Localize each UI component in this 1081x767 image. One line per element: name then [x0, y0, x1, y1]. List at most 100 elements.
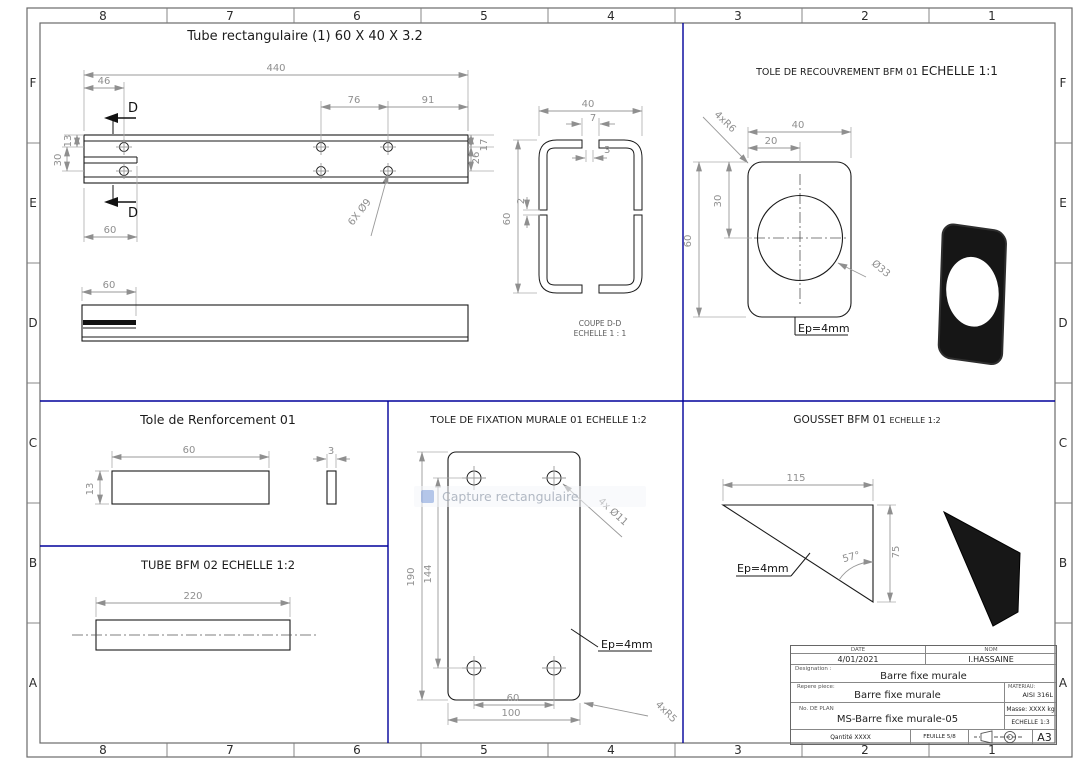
- titleblock-repere-value: Barre fixe murale: [854, 689, 941, 701]
- sec-dim-2: 2: [516, 198, 527, 204]
- renforcement-view: 60 13 3: [85, 445, 350, 505]
- fix-dim-144: 144: [423, 564, 434, 583]
- recv-dim-20: 20: [765, 136, 778, 147]
- fix-dim-60: 60: [507, 693, 520, 704]
- fixation-title-text: TOLE DE FIXATION MURALE 01: [430, 415, 583, 426]
- gousset-view: 115 75 57° Ep=4mm: [721, 473, 902, 604]
- renf-dim-13: 13: [85, 483, 96, 496]
- dim-91: 91: [422, 95, 435, 106]
- titleblock-materiau-label: MATERIAU:: [1008, 684, 1036, 690]
- titleblock-date-label: DATE: [791, 646, 926, 654]
- svg-text:2: 2: [861, 9, 869, 23]
- titleblock-date-value: 4/01/2021: [791, 654, 926, 665]
- grid-labels-right: F E D C B A: [1058, 76, 1068, 690]
- svg-text:F: F: [1060, 76, 1067, 90]
- svg-text:4: 4: [607, 743, 615, 757]
- svg-text:7: 7: [226, 743, 234, 757]
- renf-dim-60: 60: [183, 445, 196, 456]
- dim-17: 17: [479, 139, 490, 152]
- titleblock-echelle: ECHELLE 1:3: [1005, 716, 1056, 730]
- svg-text:A: A: [1059, 676, 1068, 690]
- capture-tooltip-text: Capture rectangulaire: [442, 489, 579, 504]
- recv-hole-dia: Ø33: [869, 257, 893, 279]
- svg-text:C: C: [29, 436, 37, 450]
- fix-thickness: Ep=4mm: [601, 638, 653, 651]
- grid-labels-bottom: 8 7 6 5 4 3 2 1: [99, 743, 996, 757]
- tube-side-view: 60: [81, 280, 469, 342]
- dim-26: 26: [471, 152, 482, 165]
- sec-dim-60: 60: [502, 213, 513, 226]
- renforcement-panel-title: Tole de Renforcement 01: [60, 412, 376, 427]
- projection-symbol-icon: [973, 730, 1023, 744]
- svg-text:2: 2: [861, 743, 869, 757]
- svg-text:E: E: [29, 196, 37, 210]
- gousset-thickness: Ep=4mm: [737, 562, 789, 575]
- sec-dim-3: 3: [604, 145, 610, 156]
- titleblock-plan-value: MS-Barre fixe murale-05: [836, 713, 959, 725]
- sec-dim-7: 7: [590, 113, 596, 124]
- coupe-label-scale: ECHELLE 1 : 1: [573, 329, 627, 338]
- titleblock-masse: Masse: XXXX kg: [1005, 703, 1056, 716]
- capture-tool-icon: [421, 490, 434, 503]
- holes-callout: 6X Ø9: [345, 196, 373, 228]
- dim-60-slot: 60: [104, 225, 117, 236]
- dim-46: 46: [98, 76, 111, 87]
- grid-ticks: [27, 8, 1072, 757]
- titleblock-repere-label: Repere piece:: [797, 684, 835, 690]
- capture-tooltip-overlay: Capture rectangulaire: [414, 486, 646, 507]
- svg-text:F: F: [30, 76, 37, 90]
- titleblock-nom-value: I.HASSAINE: [926, 654, 1056, 665]
- svg-text:4: 4: [607, 9, 615, 23]
- tube-section-view: 40 7 3 2 60: [502, 99, 643, 294]
- recouvrement-view: 40 20 60 30 4xR6 Ø33 Ep=4mm: [683, 109, 893, 336]
- panel-dividers: [40, 23, 1055, 743]
- fix-dim-100: 100: [501, 708, 520, 719]
- svg-text:C: C: [1059, 436, 1067, 450]
- fixation-holes: [462, 466, 566, 680]
- gousset-title-scale: ECHELLE 1:2: [889, 416, 941, 425]
- gousset-panel-title: GOUSSET BFM 01 ECHELLE 1:2: [712, 414, 1022, 426]
- recouvrement-title-scale: ECHELLE 1:1: [921, 64, 998, 78]
- recv-dim-30: 30: [713, 195, 724, 208]
- titleblock-plan-label: No. DE PLAN: [799, 706, 834, 712]
- svg-text:A: A: [29, 676, 38, 690]
- svg-text:1: 1: [988, 743, 996, 757]
- recouvrement-panel-title: TOLE DE RECOUVREMENT BFM 01 ECHELLE 1:1: [722, 64, 1032, 78]
- title-block: DATE NOM 4/01/2021 I.HASSAINE Designatio…: [790, 645, 1057, 745]
- dim-30: 30: [53, 154, 64, 167]
- svg-text:B: B: [1059, 556, 1067, 570]
- titleblock-materiau-value: AISI 316L: [1022, 691, 1053, 699]
- fix-dim-190: 190: [406, 567, 417, 586]
- titleblock-feuille: FEUILLE 5/8: [911, 730, 969, 744]
- svg-text:D: D: [1058, 316, 1067, 330]
- fix-corners: 4xR5: [653, 699, 679, 725]
- gousset-title-text: GOUSSET BFM 01: [793, 414, 887, 426]
- recouvrement-title-text: TOLE DE RECOUVREMENT BFM 01: [756, 67, 919, 78]
- dim-60-view2: 60: [103, 280, 116, 291]
- titleblock-designation-label: Designation :: [795, 666, 832, 672]
- gousset-dim-115: 115: [786, 473, 805, 484]
- recv-dim-60: 60: [683, 235, 694, 248]
- recv-dim-40: 40: [792, 120, 805, 131]
- svg-text:3: 3: [734, 9, 742, 23]
- svg-text:3: 3: [734, 743, 742, 757]
- svg-text:8: 8: [99, 743, 107, 757]
- gousset-angle: 57°: [841, 550, 861, 565]
- titleblock-quantite: Qantité XXXX: [791, 730, 911, 744]
- recv-thickness: Ep=4mm: [798, 322, 850, 335]
- tube-main-view: 440 46 76 91 13 30 17 26 6X Ø9 60 D: [53, 63, 494, 242]
- renforcement-title-text: Tole de Renforcement 01: [140, 412, 296, 427]
- svg-text:8: 8: [99, 9, 107, 23]
- tube2-view: 220: [72, 591, 316, 651]
- cut-letter-top: D: [128, 101, 138, 116]
- titleblock-nom-label: NOM: [926, 646, 1056, 654]
- tube2-dim-220: 220: [183, 591, 202, 602]
- tube-panel-title: Tube rectangulaire (1) 60 X 40 X 3.2: [120, 29, 490, 44]
- svg-text:5: 5: [480, 9, 488, 23]
- tube-holes: [116, 139, 396, 179]
- recouvrement-3d-view: [937, 223, 1007, 366]
- fixation-panel-title: TOLE DE FIXATION MURALE 01 ECHELLE 1:2: [395, 415, 682, 426]
- tube-title-text: Tube rectangulaire (1) 60 X 40 X 3.2: [187, 29, 423, 44]
- titleblock-format: A3: [1037, 730, 1052, 744]
- coupe-label-text: COUPE D-D: [578, 319, 622, 328]
